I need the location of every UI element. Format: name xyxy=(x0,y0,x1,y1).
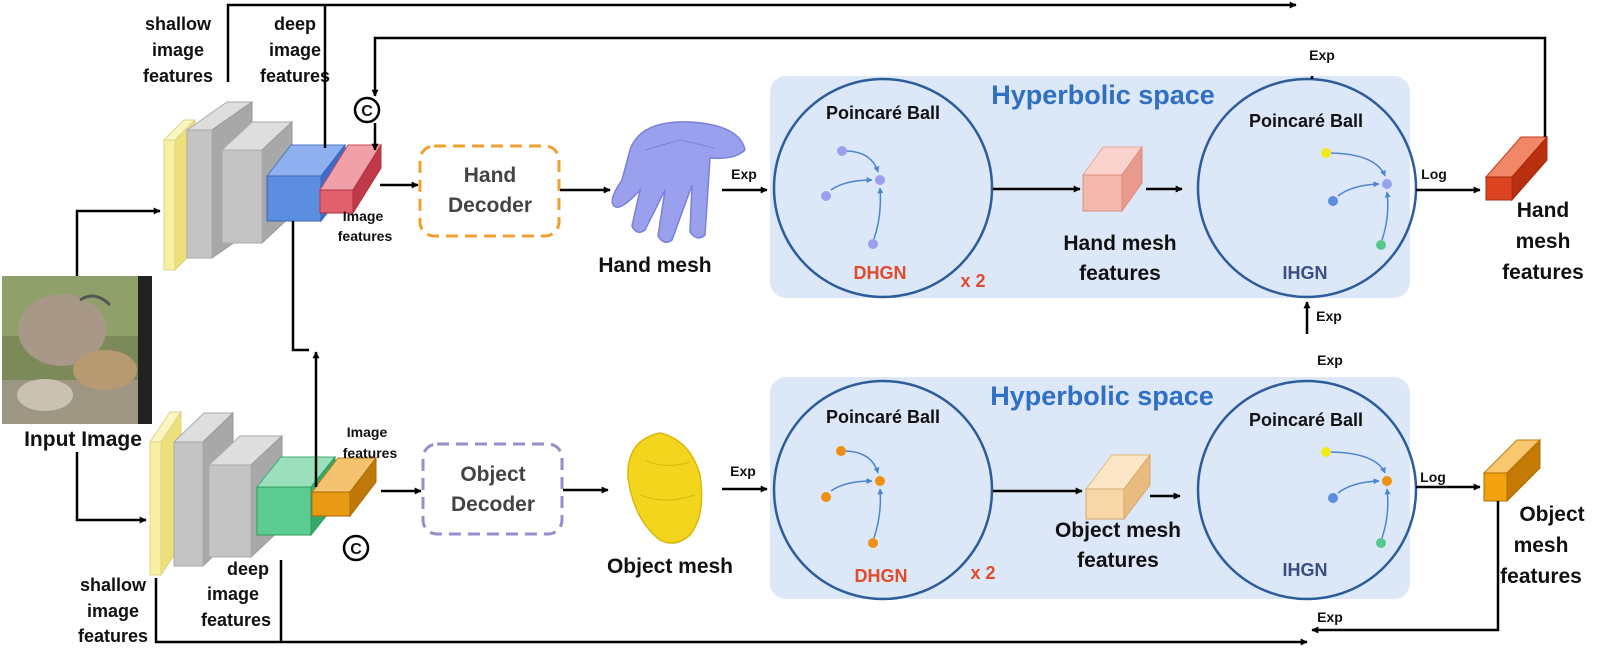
hand-poincare-ball-1 xyxy=(772,77,994,299)
object-image-features-label: Image features xyxy=(343,424,398,461)
hand-image-features-label: Image features xyxy=(338,208,393,244)
object-mesh-icon xyxy=(627,432,703,544)
object-ball1-graph xyxy=(821,446,885,548)
object-decoder-label-1: Object xyxy=(460,463,525,486)
hand-ihgn-label: IHGN xyxy=(1283,263,1328,283)
input-image-label: Input Image xyxy=(24,428,142,451)
object-exp-bottom-label: Exp xyxy=(1317,609,1343,625)
object-poincare-ball-1 xyxy=(772,379,994,601)
svg-text:shallow: shallow xyxy=(80,575,147,595)
svg-text:C: C xyxy=(350,541,362,558)
svg-text:deep: deep xyxy=(274,14,316,34)
object-shallow-label: shallow image features xyxy=(78,575,148,646)
hand-log-label: Log xyxy=(1421,166,1447,182)
hand-output-feature xyxy=(1484,135,1549,202)
svg-text:features: features xyxy=(343,445,398,461)
hand-repeat-label: x 2 xyxy=(960,271,985,291)
svg-text:Object: Object xyxy=(1519,503,1584,526)
hand-dhgn-label: DHGN xyxy=(854,263,907,283)
object-repeat-label: x 2 xyxy=(970,563,995,583)
svg-text:features: features xyxy=(201,610,271,630)
hand-ball1-title: Poincaré Ball xyxy=(826,103,940,123)
hand-ball2-title: Poincaré Ball xyxy=(1249,111,1363,131)
hand-mid-feature xyxy=(1082,145,1143,213)
object-log-label: Log xyxy=(1420,469,1446,485)
object-ball2-graph xyxy=(1321,447,1392,548)
hand-space-title: Hyperbolic space xyxy=(991,80,1215,110)
hand-mesh-label: Hand mesh xyxy=(598,254,711,277)
object-decoder-label-2: Decoder xyxy=(451,493,535,516)
svg-text:image: image xyxy=(87,601,139,621)
svg-text:image: image xyxy=(152,40,204,60)
object-mid-features-label-1: Object mesh xyxy=(1055,519,1181,542)
object-dhgn-label: DHGN xyxy=(855,566,908,586)
object-mid-feature xyxy=(1084,453,1152,521)
object-image-feature xyxy=(311,491,351,517)
hand-encoder xyxy=(162,101,382,272)
object-ball1-title: Poincaré Ball xyxy=(826,407,940,427)
object-exp-label: Exp xyxy=(730,463,756,479)
svg-text:shallow: shallow xyxy=(145,14,212,34)
svg-text:C: C xyxy=(361,103,373,120)
hand-decoder-label-1: Hand xyxy=(464,164,517,187)
object-poincare-ball-2 xyxy=(1196,379,1418,601)
hand-poincare-ball-2 xyxy=(1196,77,1418,299)
hand-output-label: Hand mesh features xyxy=(1502,199,1584,284)
hand-deep-label: deep image features xyxy=(260,14,330,86)
svg-text:mesh: mesh xyxy=(1514,534,1569,557)
svg-text:features: features xyxy=(143,66,213,86)
svg-text:features: features xyxy=(338,228,393,244)
concat-circle-icon: C xyxy=(342,534,370,562)
hand-image-feature xyxy=(319,189,354,214)
input-photo-icon xyxy=(2,276,152,424)
hand-exp-top-label: Exp xyxy=(1309,47,1335,63)
svg-text:features: features xyxy=(260,66,330,86)
object-deep-feature xyxy=(256,486,312,536)
svg-text:deep: deep xyxy=(227,559,269,579)
svg-text:features: features xyxy=(78,626,148,646)
hand-mesh-icon xyxy=(611,121,746,243)
object-ball2-title: Poincaré Ball xyxy=(1249,410,1363,430)
hand-exp-bottom-label: Exp xyxy=(1316,308,1342,324)
object-deep-label: deep image features xyxy=(201,559,271,630)
object-ihgn-label: IHGN xyxy=(1283,560,1328,580)
svg-text:image: image xyxy=(207,584,259,604)
concat-circle-icon: C xyxy=(353,96,381,124)
object-mesh-label: Object mesh xyxy=(607,555,733,578)
object-exp-top-label: Exp xyxy=(1317,352,1343,368)
object-output-feature xyxy=(1482,438,1542,503)
svg-text:image: image xyxy=(269,40,321,60)
svg-text:Hand: Hand xyxy=(1517,199,1570,222)
object-encoder xyxy=(149,410,378,577)
svg-text:mesh: mesh xyxy=(1516,230,1571,253)
hand-mid-features-label-1: Hand mesh xyxy=(1063,232,1176,255)
object-mid-features-label-2: features xyxy=(1077,549,1159,572)
svg-text:Image: Image xyxy=(343,208,384,224)
hand-ball1-graph xyxy=(821,146,885,249)
hand-shallow-label: shallow image features xyxy=(143,14,213,86)
svg-text:features: features xyxy=(1502,261,1584,284)
svg-text:features: features xyxy=(1500,565,1582,588)
hand-decoder-label-2: Decoder xyxy=(448,194,532,217)
object-space-title: Hyperbolic space xyxy=(990,381,1214,411)
connection-lines xyxy=(75,1,1547,646)
hand-deep-feature xyxy=(266,175,322,222)
object-output-label: Object mesh features xyxy=(1500,503,1585,588)
hand-mid-features-label-2: features xyxy=(1079,262,1161,285)
hand-exp-label: Exp xyxy=(731,166,757,182)
hand-ball2-graph xyxy=(1321,148,1392,250)
hand-decoder-box xyxy=(418,144,561,238)
object-decoder-box xyxy=(421,442,564,536)
svg-text:Image: Image xyxy=(347,424,388,440)
